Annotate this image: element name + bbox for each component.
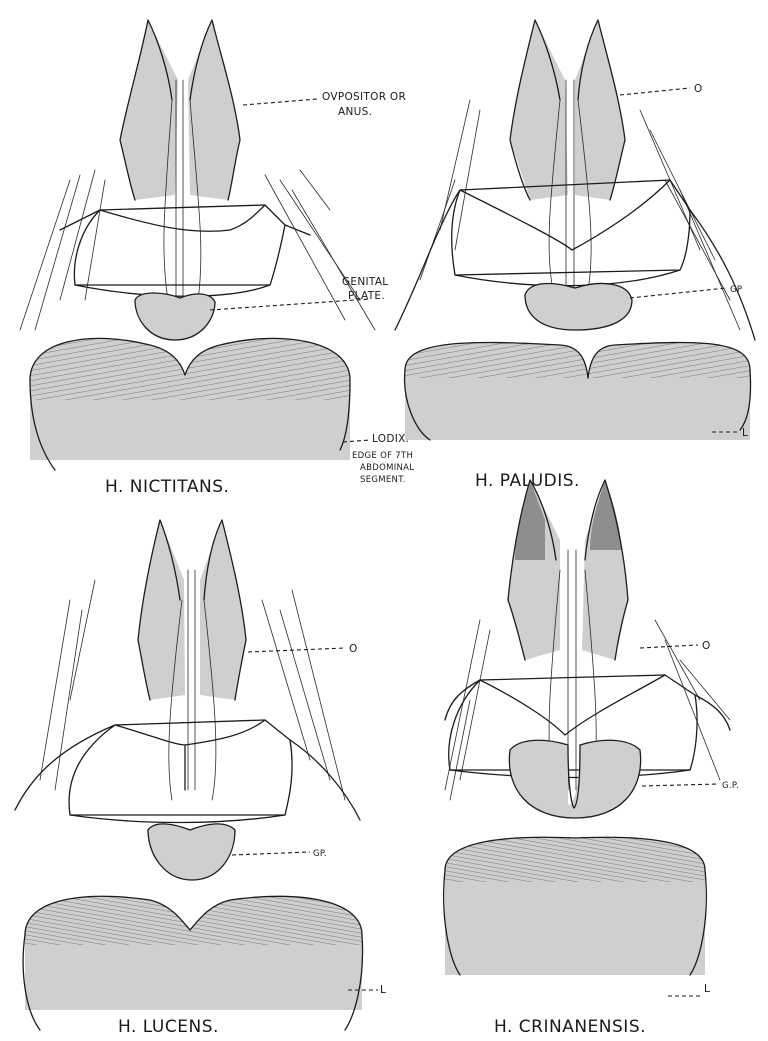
- label-ovipositor: O: [702, 640, 711, 652]
- label-ovipositor: O: [349, 643, 358, 655]
- label-lodix: L: [380, 984, 386, 996]
- label-ovipositor-line2: ANUS.: [338, 106, 372, 118]
- label-ovipositor: O: [694, 83, 703, 95]
- ovipositor-left-lobe: [138, 520, 185, 700]
- label-genital-plate: GP.: [313, 849, 327, 859]
- label-genital-plate-line2: PLATE.: [348, 290, 385, 302]
- label-genital-plate: G.P.: [722, 781, 739, 791]
- figure-title: H. CRINANENSIS.: [494, 1017, 646, 1037]
- bristles-left: [20, 170, 105, 330]
- figure-lucens: O GP. L H. LUCENS.: [15, 520, 386, 1037]
- label-lodix: LODIX.: [372, 433, 409, 445]
- label-lodix-line2: EDGE OF 7TH: [352, 451, 413, 461]
- label-lodix-line4: SEGMENT.: [360, 475, 406, 485]
- figure-nictitans: OVPOSITOR OR ANUS. GENITAL PLATE. LODIX.…: [20, 20, 414, 497]
- bristles-right: [655, 620, 730, 780]
- genital-plate: [135, 293, 215, 340]
- figure-title: H. LUCENS.: [118, 1017, 219, 1037]
- label-lodix: L: [704, 983, 710, 995]
- label-lodix: L: [742, 427, 748, 439]
- bristles-left: [40, 580, 95, 790]
- figure-title: H. NICTITANS.: [105, 477, 229, 497]
- bristles-right: [262, 590, 345, 800]
- figure-paludis: O GP L H. PALUDIS.: [395, 20, 755, 491]
- label-ovipositor: OVPOSITOR OR: [322, 91, 406, 103]
- bristles-right: [265, 170, 375, 330]
- label-lodix-line3: ABDOMINAL: [360, 463, 414, 473]
- ovipositor-left-lobe: [120, 20, 178, 200]
- label-genital-plate: GENITAL: [342, 276, 388, 288]
- figure-crinanensis: O G.P. L H. CRINANENSIS.: [444, 480, 739, 1037]
- label-genital-plate: GP: [730, 285, 742, 295]
- genital-plate: [148, 824, 235, 880]
